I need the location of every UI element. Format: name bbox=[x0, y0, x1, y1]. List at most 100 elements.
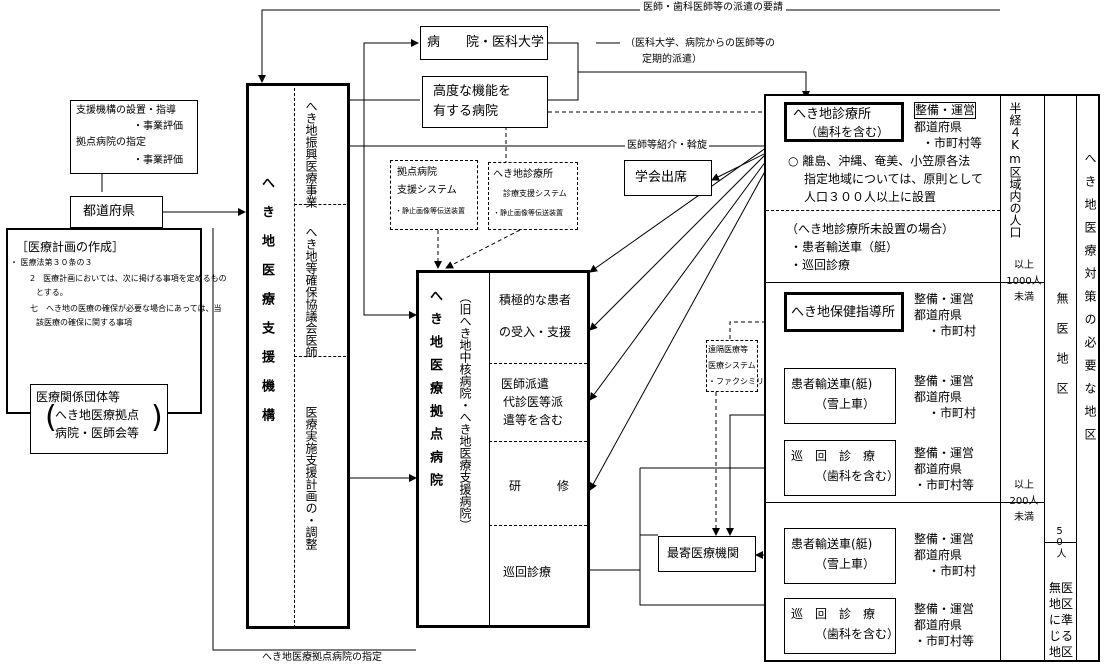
base-r2c: 遣等を含む bbox=[503, 413, 564, 427]
base-row-div2 bbox=[489, 441, 587, 442]
assoc-title: 医療関係団体等 bbox=[36, 390, 121, 404]
plan-line1: ・ 医療法第３０条の３ bbox=[10, 258, 93, 267]
prefecture-support-box: 支援機構の設置・指導 ・事業評価 拠点病院の指定 ・事業評価 bbox=[70, 100, 198, 174]
clinic-system-l1: へき地診療所 bbox=[493, 169, 553, 180]
health-guide-label: へき地保健指導所 bbox=[791, 305, 896, 320]
support-org-setup: 支援機構の設置・指導 bbox=[76, 105, 176, 116]
tour2-l1: 巡 回 診 療 bbox=[791, 607, 876, 621]
dispatch-note-line1: （医科大学、病院からの医師等の bbox=[625, 38, 775, 49]
base-divider bbox=[489, 273, 490, 625]
no-clinic-l1: （へき地診療所未設置の場合） bbox=[786, 222, 955, 236]
base-system-l3: ・静止画像等伝送装置 bbox=[395, 207, 465, 215]
plan-line2: 2 医療計画においては、次に掲げる事項を定めるもの bbox=[30, 274, 227, 283]
assoc-bracket-left: ( bbox=[45, 400, 57, 435]
advanced-line2: 有する病院 bbox=[433, 104, 499, 119]
support-col2: へき地等確保協議会医師 bbox=[304, 226, 318, 358]
admin-5-a: 整備・運営 bbox=[914, 532, 975, 546]
telemed-l3: ・ファクシミリ bbox=[708, 377, 764, 386]
admin-5-c: ・市町村 bbox=[928, 564, 977, 578]
plan-title: ［医療計画の作成］ bbox=[16, 240, 125, 254]
admin-4-c: ・市町村等 bbox=[914, 478, 975, 492]
admin-1-b: 都道府県 bbox=[914, 120, 963, 134]
quasi-area: 無医地区に準じる地区 bbox=[1048, 581, 1073, 659]
admin-6-b: 都道府県 bbox=[914, 618, 963, 632]
admin-6-a: 整備・運営 bbox=[914, 602, 975, 616]
panel-col-div1 bbox=[1000, 96, 1001, 660]
transport1-l2: （雪上車） bbox=[815, 397, 876, 411]
base-system-l2: 支援システム bbox=[397, 185, 457, 196]
assoc-sub1: へき地医療拠点 bbox=[55, 408, 140, 422]
base-row-div1 bbox=[489, 363, 587, 364]
tour-box-1: 巡 回 診 療 （歯科を含む） bbox=[784, 440, 900, 496]
nearest-label: 最寄医療機関 bbox=[667, 546, 740, 560]
university-label: 病 院・医科大学 bbox=[427, 35, 545, 50]
dispatch-note-line2: 定期的派遣） bbox=[642, 54, 702, 65]
transport-box-1: 患者輸送車(艇) （雪上車） bbox=[784, 368, 896, 424]
support-eval1: ・事業評価 bbox=[133, 121, 183, 132]
panel-row-div1 bbox=[766, 282, 1044, 283]
island-l3: 人口３００人以上に設置 bbox=[804, 190, 937, 204]
prefecture-label: 都道府県 bbox=[83, 204, 136, 219]
admin-3-b: 都道府県 bbox=[914, 390, 963, 404]
admin-3-a: 整備・運営 bbox=[914, 374, 975, 388]
base-system-l1: 拠点病院 bbox=[397, 167, 437, 178]
admin-3-c: ・市町村 bbox=[928, 406, 977, 420]
medical-association-box: 医療関係団体等 へき地医療拠点 病院・医師会等 ( ) bbox=[30, 384, 168, 454]
base-designation: 拠点病院の指定 bbox=[76, 137, 146, 148]
medical-plan-box: ［医療計画の作成］ ・ 医療法第３０条の３ 2 医療計画においては、次に掲げる事… bbox=[6, 228, 227, 414]
support-row-divider1 bbox=[294, 204, 346, 205]
clinic-system-l2: 診療支援システム bbox=[503, 189, 567, 198]
health-guidance-box: へき地保健指導所 bbox=[784, 292, 904, 332]
advanced-line1: 高度な機能を bbox=[433, 84, 512, 99]
panel-row-div0 bbox=[766, 210, 1000, 211]
pop-range-2: 以上200人未満 bbox=[1009, 480, 1039, 523]
base-r2b: 代診医等派 bbox=[503, 395, 564, 409]
referral-note: 医師等紹介・斡旋 bbox=[625, 140, 709, 153]
support-org-title: へき地医療支援機構 bbox=[259, 176, 274, 437]
tour-box-2: 巡 回 診 療 （歯科を含む） bbox=[784, 598, 900, 654]
base-hospital-title: へき地医療拠点病院 bbox=[427, 289, 442, 496]
dispatch-request-label: 医師・歯科医師等の派遣の要請 bbox=[640, 2, 786, 15]
telemed-system-box: 遠隔医療等 医療システム ・ファクシミリ bbox=[706, 340, 764, 392]
plan-line3: とする。 bbox=[36, 288, 68, 297]
support-col1: へき地振興医療事業 bbox=[304, 100, 318, 208]
support-row-divider2 bbox=[294, 356, 346, 357]
admin-5-b: 都道府県 bbox=[914, 548, 963, 562]
clinic-l1: へき地診療所 bbox=[793, 107, 872, 122]
designation-label: へき地医療拠点病院の指定 bbox=[262, 652, 382, 663]
telemed-l1: 遠隔医療等 bbox=[708, 345, 748, 354]
panel-row-div3 bbox=[1044, 542, 1076, 543]
no-doctor-area: 無医地区 bbox=[1055, 292, 1069, 412]
panel-col-div2 bbox=[1044, 96, 1045, 660]
base-row-div3 bbox=[489, 525, 587, 526]
pop-50: 50人 bbox=[1054, 526, 1065, 558]
support-eval2: ・事業評価 bbox=[133, 155, 183, 166]
panel-row-div2 bbox=[766, 502, 1044, 503]
no-clinic-l3: ・巡回診療 bbox=[790, 258, 851, 272]
base-r3: 研 修 bbox=[509, 479, 570, 493]
support-divider bbox=[294, 88, 295, 628]
support-organization-box: へき地医療支援機構 へき地振興医療事業 へき地等確保協議会医師 医療実施支援計画… bbox=[246, 83, 350, 629]
advanced-hospital-box: 高度な機能を 有する病院 bbox=[422, 76, 548, 128]
clinic-system-l3: ・静止画像等伝送装置 bbox=[493, 209, 563, 217]
admin-1-a: 整備・運営 bbox=[914, 102, 977, 119]
base-hospital-box: へき地医療拠点病院 （旧へき地中核病院・へき地医療支援病院） 積極的な患者 の受… bbox=[416, 270, 590, 628]
no-clinic-l2: ・患者輸送車（艇） bbox=[790, 240, 899, 254]
prefecture-box: 都道府県 bbox=[70, 196, 163, 228]
admin-4-a: 整備・運営 bbox=[914, 446, 975, 460]
tour2-l2: （歯科を含む） bbox=[815, 627, 900, 641]
plan-line4: 七 へき地の医療の確保が必要な場合にあっては、当 bbox=[30, 304, 222, 313]
island-l2: 指定地域については、原則として bbox=[804, 172, 984, 186]
admin-1-c: ・市町村等 bbox=[922, 136, 983, 150]
telemed-l2: 医療システム bbox=[708, 361, 756, 370]
plan-line5: 該医療の確保に関する事項 bbox=[36, 318, 132, 327]
remote-clinic-box: へき地診療所 （歯科を含む） bbox=[784, 102, 904, 142]
base-r2a: 医師派遣 bbox=[501, 377, 550, 391]
academic-label: 学会出席 bbox=[635, 170, 688, 185]
admin-2-b: 都道府県 bbox=[914, 308, 963, 322]
tour1-l2: （歯科を含む） bbox=[815, 469, 900, 483]
transport1-l1: 患者輸送車(艇) bbox=[791, 377, 873, 391]
target-area-label: へき地医療対策の必要な地区 bbox=[1083, 152, 1097, 451]
admin-2-c: ・市町村 bbox=[928, 324, 977, 338]
